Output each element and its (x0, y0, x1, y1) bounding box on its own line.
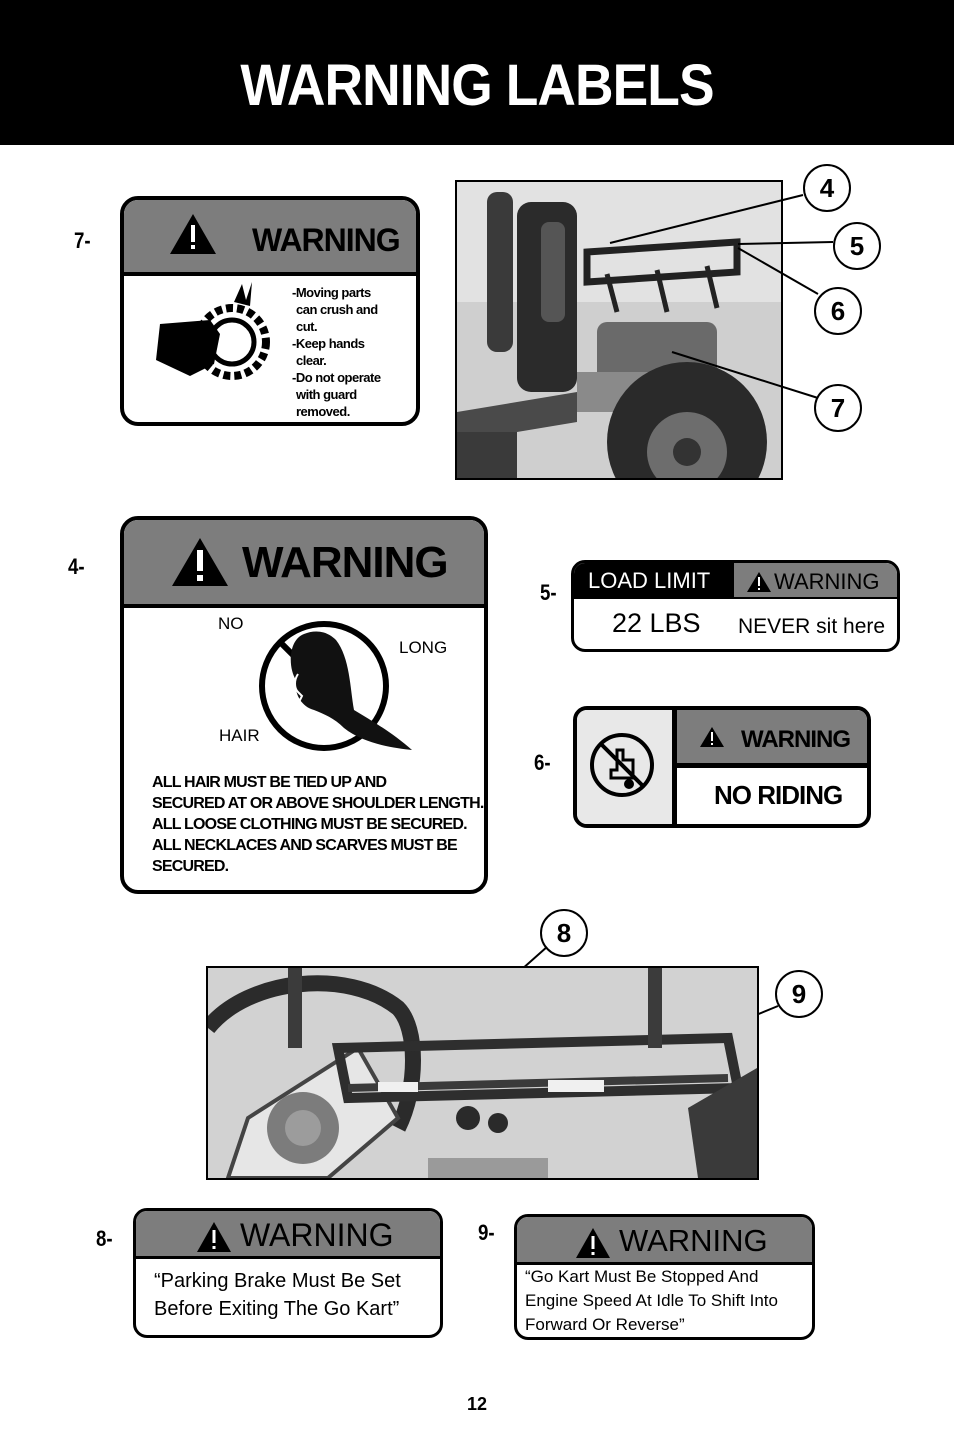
label-8-number: 8- (96, 1226, 113, 1251)
label-9-line: Forward Or Reverse” (525, 1315, 685, 1334)
label-4-long-word: LONG (399, 638, 448, 657)
label-5-load-limit: LOAD LIMIT (588, 568, 711, 593)
go-kart-rear-photo (455, 180, 783, 480)
warning-label-7: WARNING -Moving parts can crush and cut.… (120, 196, 420, 426)
no-long-hair-icon (259, 621, 412, 751)
label-6-number: 6- (534, 750, 551, 775)
page-header: WARNING LABELS (0, 0, 954, 145)
label-7-line: cut. (296, 319, 318, 334)
warning-triangle-icon (700, 727, 724, 747)
warning-triangle-icon (747, 572, 771, 592)
label-7-line: -Keep hands (292, 336, 365, 351)
label-9-line: Engine Speed At Idle To Shift Into (525, 1291, 778, 1310)
warning-label-6: WARNING NO RIDING (573, 706, 871, 828)
label-5-load-limit-bar: LOAD LIMIT (574, 563, 734, 599)
label-5-number: 5- (540, 580, 557, 605)
label-7-header: WARNING (124, 200, 416, 276)
label-7-text: -Moving parts can crush and cut. -Keep h… (292, 284, 381, 420)
label-4-text: ALL HAIR MUST BE TIED UP AND SECURED AT … (152, 772, 484, 877)
label-8-line: Before Exiting The Go Kart” (154, 1298, 400, 1320)
label-4-line: ALL HAIR MUST BE TIED UP AND (152, 774, 387, 791)
label-5-never-sit: NEVER sit here (738, 615, 886, 638)
label-4-number: 4- (68, 554, 85, 579)
page-title: WARNING LABELS (240, 53, 714, 118)
label-7-line: removed. (296, 404, 350, 419)
label-7-number: 7- (74, 228, 91, 253)
label-7-heading: WARNING (252, 222, 401, 258)
label-7-line: with guard (296, 387, 357, 402)
label-4-line: ALL NECKLACES AND SCARVES MUST BE (152, 837, 458, 854)
label-8-header: WARNING (136, 1211, 440, 1259)
callout-8: 8 (540, 909, 588, 957)
warning-label-4: WARNING NO LONG HAIR ALL HAIR MUST BE TI… (120, 516, 488, 894)
go-kart-dashboard-photo (206, 966, 759, 1180)
go-kart-dashboard-illustration (208, 968, 757, 1178)
label-8-line: “Parking Brake Must Be Set (154, 1270, 401, 1292)
page-number: 12 (466, 1394, 488, 1414)
label-4-line: SECURED. (152, 858, 229, 875)
callout-9: 9 (775, 970, 823, 1018)
label-6-no-riding: NO RIDING (714, 780, 843, 810)
label-9-number: 9- (478, 1220, 495, 1245)
warning-triangle-icon (576, 1228, 610, 1258)
label-5-warning-bar: WARNING (734, 563, 897, 599)
label-7-line: -Do not operate (292, 370, 381, 385)
warning-label-5: LOAD LIMIT WARNING 22 LBS NEVER sit here (571, 560, 900, 652)
label-8-text: “Parking Brake Must Be Set Before Exitin… (154, 1267, 401, 1323)
callout-4: 4 (803, 164, 851, 212)
callout-5: 5 (833, 222, 881, 270)
label-6-heading: WARNING (741, 726, 851, 753)
label-8-heading: WARNING (240, 1217, 394, 1253)
label-7-line: clear. (296, 353, 327, 368)
label-9-header: WARNING (517, 1217, 812, 1265)
warning-label-8: WARNING “Parking Brake Must Be Set Befor… (133, 1208, 443, 1338)
warning-label-9: WARNING “Go Kart Must Be Stopped And Eng… (514, 1214, 815, 1340)
callout-6: 6 (814, 287, 862, 335)
label-9-text: “Go Kart Must Be Stopped And Engine Spee… (525, 1265, 778, 1337)
warning-triangle-icon (170, 214, 216, 254)
no-riding-icon (590, 733, 654, 797)
warning-triangle-icon (172, 538, 228, 586)
label-6-icon-panel (577, 710, 677, 824)
go-kart-rear-illustration (457, 182, 781, 478)
label-5-weight: 22 LBS (612, 608, 701, 638)
label-5-heading: WARNING (774, 569, 880, 594)
callout-7: 7 (814, 384, 862, 432)
label-4-no-word: NO (218, 614, 244, 633)
chain-sprocket-hand-icon (156, 282, 270, 380)
label-9-heading: WARNING (619, 1223, 768, 1258)
label-7-line: -Moving parts (292, 285, 371, 300)
label-7-line: can crush and (296, 302, 378, 317)
label-9-line: “Go Kart Must Be Stopped And (525, 1267, 759, 1286)
warning-triangle-icon (197, 1222, 231, 1252)
label-4-hair-word: HAIR (219, 726, 260, 745)
label-4-line: ALL LOOSE CLOTHING MUST BE SECURED. (152, 816, 468, 833)
label-6-header: WARNING (677, 710, 867, 768)
label-4-header: WARNING (124, 520, 484, 608)
label-4-line: SECURED AT OR ABOVE SHOULDER LENGTH. (152, 795, 484, 812)
label-4-heading: WARNING (242, 538, 449, 587)
